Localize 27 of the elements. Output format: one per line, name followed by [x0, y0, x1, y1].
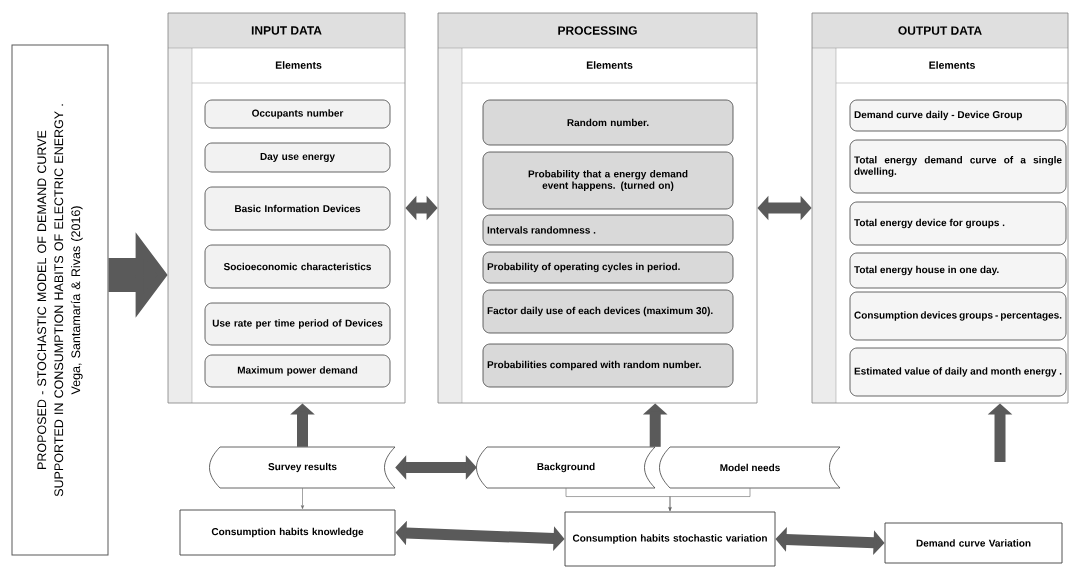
element-box: Intervals randomness .: [482, 214, 734, 246]
element-box: Probability of operating cycles in period.: [482, 251, 734, 284]
element-box: Total energy device for groups .: [849, 201, 1067, 246]
element-box: Socioeconomic characteristics: [204, 244, 391, 289]
block-arrow: [405, 195, 438, 221]
element-box: Probabilities compared with random number.: [482, 343, 734, 388]
process-box: Consumption habits knowledge: [179, 509, 396, 556]
element-box: Random number.: [482, 99, 734, 146]
title-box: PROPOSED - STOCHASTIC MODEL OF DEMAND CURVE SUPPORTED IN CONSUMPTION HABITS OF ELECTRIC ENERGY . Vega, Santamaría & Rivas (2016): [11, 44, 109, 556]
process-box: Consumption habits stochastic variation: [564, 511, 776, 567]
block-arrow: [395, 455, 477, 480]
element-box: Consumption devices groups - percentages.: [849, 291, 1067, 341]
element-box: Day use energy: [204, 142, 391, 173]
element-box: Estimated value of daily and month energy .: [849, 347, 1067, 397]
element-box: Demand curve daily - Device Group: [849, 99, 1067, 132]
element-box: Probability that a energy demand event happens. (turned on): [482, 151, 734, 210]
process-box: Demand curve Variation: [884, 522, 1063, 564]
connector-arrow: [301, 487, 304, 509]
connector-arrow: [668, 487, 751, 511]
element-box: Maximum power demand: [204, 354, 391, 388]
element-box: Total energy house in one day.: [849, 252, 1067, 289]
element-box: Basic Information Devices: [204, 186, 391, 231]
element-box: Occupants number: [204, 99, 391, 129]
element-box: Use rate per time period of Devices: [204, 302, 391, 346]
block-arrow: [757, 195, 812, 221]
element-box: Total energy demand curve of a single dwelling.: [849, 139, 1067, 194]
element-box: Factor daily use of each devices (maximum 30).: [482, 289, 734, 334]
